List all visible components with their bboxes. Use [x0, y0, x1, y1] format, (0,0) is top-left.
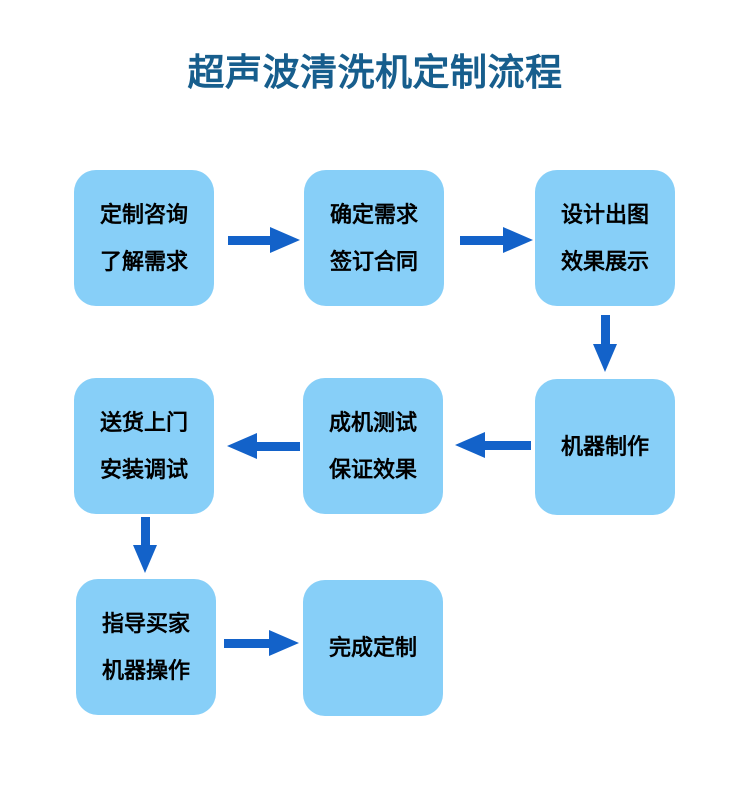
arrow-head [593, 344, 617, 372]
flow-step-guide-buyer: 指导买家 机器操作 [76, 579, 216, 715]
flow-step-label: 效果展示 [560, 248, 649, 274]
arrow-head [503, 227, 533, 253]
arrow-shaft [140, 517, 150, 545]
arrow-design-to-production-icon [593, 315, 617, 372]
arrow-shaft [460, 235, 503, 245]
flow-step-label: 完成定制 [328, 635, 417, 660]
flow-step-label: 设计出图 [560, 201, 649, 227]
flow-step-label: 安装调试 [99, 456, 188, 482]
flow-step-machine-production: 机器制作 [535, 379, 675, 515]
flow-step-machine-testing: 成机测试 保证效果 [303, 378, 443, 514]
arrow-shaft [485, 440, 531, 450]
flow-step-label: 送货上门 [99, 409, 188, 435]
arrow-shaft [600, 315, 610, 344]
flow-step-customization-consult: 定制咨询 了解需求 [74, 170, 214, 306]
flow-step-delivery-install: 送货上门 安装调试 [74, 378, 214, 514]
arrow-shaft [228, 235, 270, 245]
arrow-head [133, 545, 157, 573]
flow-step-label: 指导买家 [101, 610, 190, 636]
flow-step-label: 机器操作 [101, 657, 190, 683]
flow-step-label: 定制咨询 [99, 201, 188, 227]
flow-step-label: 保证效果 [328, 456, 417, 482]
page-title: 超声波清洗机定制流程 [187, 52, 563, 93]
flow-step-label: 确定需求 [329, 201, 418, 227]
arrow-shaft [257, 441, 300, 451]
arrow-production-to-testing-icon [455, 432, 531, 458]
arrow-head [270, 227, 300, 253]
arrow-shaft [224, 638, 269, 648]
arrow-delivery-to-guide-icon [133, 517, 157, 573]
arrow-testing-to-delivery-icon [227, 433, 300, 459]
arrow-head [227, 433, 257, 459]
arrow-consult-to-confirm-icon [228, 227, 300, 253]
flow-step-label: 机器制作 [560, 434, 649, 459]
arrow-head [269, 630, 299, 656]
flow-step-label: 成机测试 [328, 409, 417, 435]
arrow-head [455, 432, 485, 458]
arrow-guide-to-complete-icon [224, 630, 299, 656]
flow-step-complete-customization: 完成定制 [303, 580, 443, 716]
flow-step-confirm-requirements: 确定需求 签订合同 [304, 170, 444, 306]
arrow-confirm-to-design-icon [460, 227, 533, 253]
flow-step-label: 了解需求 [99, 248, 188, 274]
flow-step-label: 签订合同 [329, 248, 418, 274]
flow-step-design-drawings: 设计出图 效果展示 [535, 170, 675, 306]
